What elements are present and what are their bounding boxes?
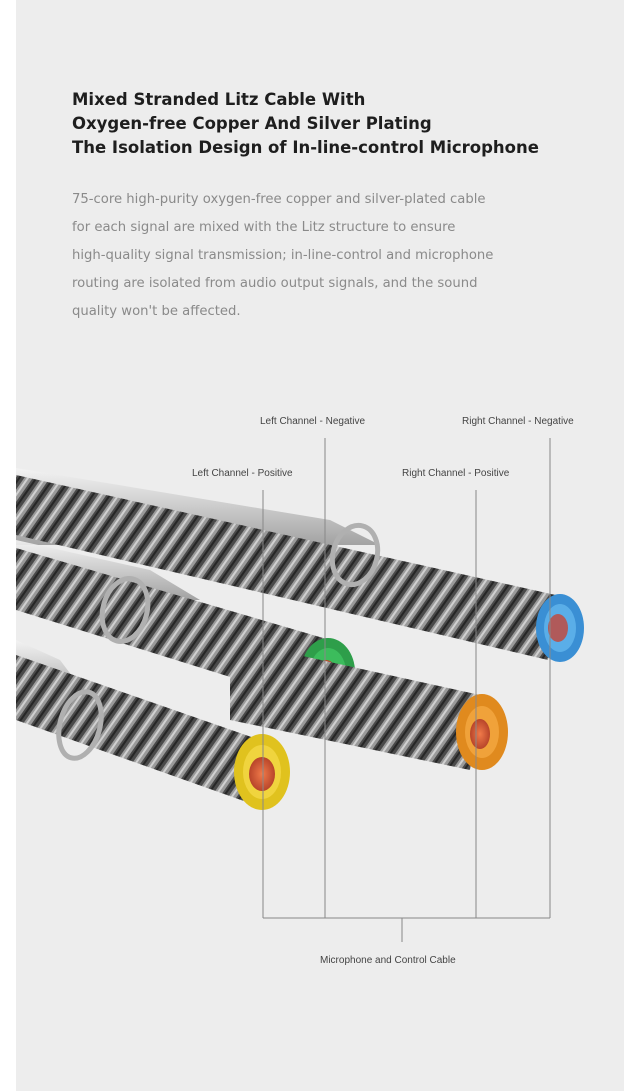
description-line-4: routing are isolated from audio output s… (72, 276, 478, 291)
cable-right-positive (230, 640, 508, 770)
leader-lines (262, 438, 551, 942)
label-right-channel-positive: Right Channel - Positive (402, 468, 510, 479)
headline-line-2: Oxygen-free Copper And Silver Plating (72, 114, 432, 133)
headline-line-3: The Isolation Design of In-line-control … (72, 138, 539, 157)
description-line-2: for each signal are mixed with the Litz … (72, 220, 456, 235)
description: 75-core high-purity oxygen-free copper a… (72, 186, 582, 326)
label-microphone-control-cable: Microphone and Control Cable (320, 955, 456, 966)
cable-right-negative (16, 468, 584, 662)
headline-line-1: Mixed Stranded Litz Cable With (72, 90, 366, 109)
description-line-5: quality won't be affected. (72, 304, 241, 319)
label-left-channel-positive: Left Channel - Positive (192, 468, 293, 479)
headline: Mixed Stranded Litz Cable With Oxygen-fr… (72, 88, 612, 160)
description-line-1: 75-core high-purity oxygen-free copper a… (72, 192, 486, 207)
label-right-channel-negative: Right Channel - Negative (462, 416, 574, 427)
label-left-channel-negative: Left Channel - Negative (260, 416, 366, 427)
description-line-3: high-quality signal transmission; in-lin… (72, 248, 494, 263)
cable-microphone (16, 640, 290, 810)
